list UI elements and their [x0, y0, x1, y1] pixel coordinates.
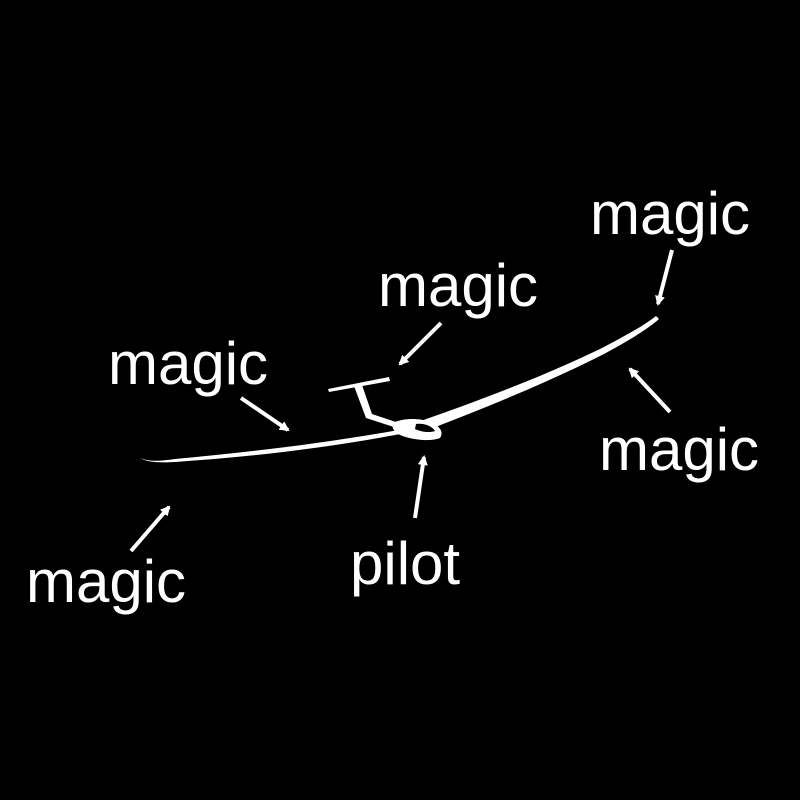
arrow-icon — [655, 249, 674, 306]
arrow-icon — [628, 367, 672, 414]
label-right-wing: magic — [599, 416, 760, 483]
right-wing — [412, 316, 659, 433]
left-wing — [140, 427, 416, 463]
tail-boom — [354, 385, 402, 429]
label-wingtip-left: magic — [26, 548, 187, 615]
arrow-icon — [239, 396, 290, 432]
label-tailplane: magic — [378, 252, 539, 319]
arrow-icon — [413, 455, 428, 519]
label-left-wing: magic — [108, 330, 269, 397]
canopy — [415, 423, 435, 433]
arrow-icon — [129, 505, 171, 553]
label-wingtip-right: magic — [590, 180, 751, 247]
label-pilot: pilot — [350, 530, 461, 597]
tailplane — [328, 377, 390, 392]
glider-icon — [140, 316, 659, 463]
arrow-icon — [398, 321, 443, 366]
